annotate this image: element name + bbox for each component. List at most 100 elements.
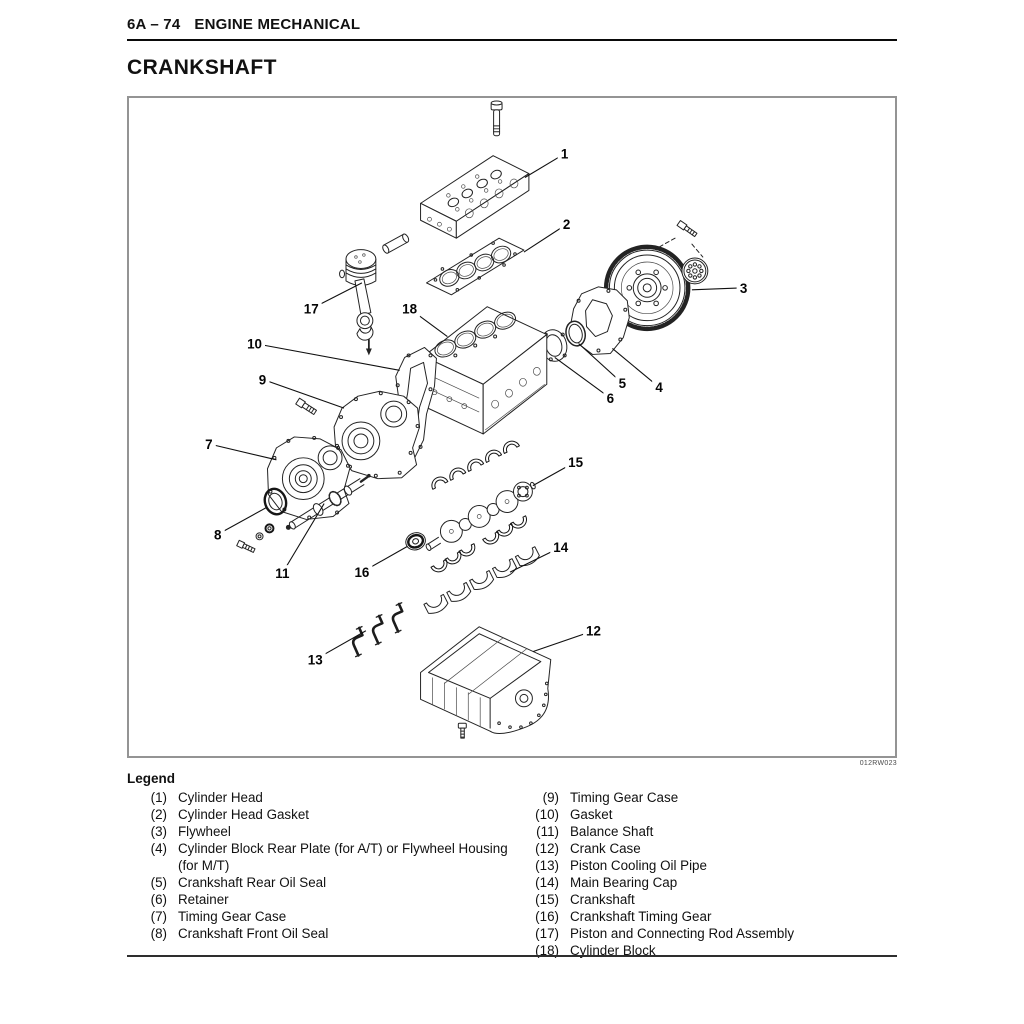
part-balance-shaft: [285, 473, 371, 530]
callout-number-16: 16: [354, 565, 369, 580]
legend-item-number: (7): [150, 909, 167, 924]
callout-number-5: 5: [619, 376, 627, 391]
legend-item-number: (1): [150, 790, 167, 805]
callout-number-4: 4: [655, 380, 663, 395]
part-timing-gear-case: [333, 390, 421, 480]
part-crank-case: [420, 626, 552, 735]
legend-item: (10)Gasket: [519, 806, 901, 823]
legend-item: (8) Crankshaft Front Oil Seal: [127, 925, 523, 942]
callout-number-7: 7: [205, 437, 212, 452]
legend-item-number: (12): [535, 841, 559, 856]
legend-item-label: Crankshaft Timing Gear: [570, 909, 712, 924]
callout-number-13: 13: [308, 653, 323, 668]
section-title: ENGINE MECHANICAL: [194, 16, 361, 33]
legend-item-label: Main Bearing Cap: [570, 875, 678, 890]
legend-item-label: Balance Shaft: [570, 824, 654, 839]
part-head-bolt: [490, 100, 503, 137]
callout-number-8: 8: [214, 527, 222, 542]
part-piston-cooling-oil-pipe: [344, 601, 414, 658]
page-title: CRANKSHAFT: [127, 56, 277, 79]
legend-item-number: (8): [150, 926, 167, 941]
legend-column-left: (1)Cylinder Head(2)Cylinder Head Gasket(…: [127, 789, 523, 942]
callout-number-17: 17: [304, 302, 319, 317]
page-code: 6A – 74: [127, 16, 181, 33]
callout-leader-7: [208, 443, 277, 461]
legend-item-number: (3): [150, 824, 167, 839]
legend-item-label: Cylinder Block Rear Plate (for A/T) or F…: [178, 841, 508, 873]
bottom-rule: [127, 955, 897, 957]
legend-item: (6)Retainer: [127, 891, 523, 908]
legend-item-label: Piston and Connecting Rod Assembly: [570, 926, 795, 941]
callout-number-15: 15: [568, 455, 583, 470]
legend-item-label: Cylinder Head: [178, 790, 263, 805]
legend-item: (14) Main Bearing Cap: [519, 874, 901, 891]
part-main-bearing-caps: [423, 546, 542, 617]
legend-item: (16)Crankshaft Timing Gear: [519, 908, 901, 925]
part-crankshaft: [425, 481, 536, 551]
legend-item-label: Timing Gear Case: [570, 790, 679, 805]
callout-leader-4: [612, 348, 660, 388]
legend-item: (12) Crank Case: [519, 840, 901, 857]
legend-item-number: (4): [150, 841, 167, 856]
callout-leader-9: [262, 378, 345, 409]
part-pan-bolt: [457, 722, 467, 739]
legend-item: (5)Crankshaft Rear Oil Seal: [127, 874, 523, 891]
legend-item: (7)Timing Gear Case: [127, 908, 523, 925]
legend-item-number: (5): [150, 875, 167, 890]
part-rear-oil-seal: [565, 320, 587, 347]
legend-item: (11) Balance Shaft: [519, 823, 901, 840]
callout-number-14: 14: [553, 540, 568, 555]
legend-item-label: Crank Case: [570, 841, 641, 856]
legend-item: (3)Flywheel: [127, 823, 523, 840]
legend-column-right: (9) Timing Gear Case(10)Gasket(11) Balance…: [519, 789, 901, 959]
legend-item-number: (17): [535, 926, 559, 941]
legend-item-number: (14): [535, 875, 559, 890]
callout-leader-8: [217, 507, 267, 535]
part-case-bolt: [295, 397, 317, 416]
callout-leader-5: [578, 343, 623, 384]
legend-item-label: Crankshaft: [570, 892, 635, 907]
legend-item-label: Crankshaft Front Oil Seal: [178, 926, 329, 941]
legend-item-label: Retainer: [178, 892, 229, 907]
callout-number-10: 10: [247, 336, 262, 351]
legend-item-number: (9): [542, 790, 559, 805]
legend-item: (1) Cylinder Head: [127, 789, 523, 806]
legend-item-number: (13): [535, 858, 559, 873]
part-piston-rod-assembly: [339, 233, 410, 356]
header-rule: [127, 39, 897, 41]
legend-item-label: Cylinder Block: [570, 943, 656, 958]
legend-item-number: (11): [536, 824, 559, 839]
callout-number-12: 12: [586, 624, 601, 639]
callout-leader-3: [691, 287, 744, 291]
part-timing-cover-front: [266, 435, 351, 520]
legend-item: (15)Crankshaft: [519, 891, 901, 908]
part-front-oil-seal: [263, 487, 288, 516]
callout-leader-2: [523, 223, 567, 253]
callout-number-3: 3: [740, 281, 747, 296]
callout-number-18: 18: [402, 302, 417, 317]
part-head-gasket: [426, 237, 525, 296]
figure-code: 012RW023: [859, 760, 897, 767]
callout-number-1: 1: [561, 147, 569, 162]
legend-item-number: (10): [535, 807, 559, 822]
legend-item: (13) Piston Cooling Oil Pipe: [519, 857, 901, 874]
part-front-bolt-washers: [236, 523, 275, 553]
legend-heading: Legend: [127, 771, 176, 786]
legend-item: (9) Timing Gear Case: [519, 789, 901, 806]
callout-number-2: 2: [563, 217, 570, 232]
part-cylinder-block: [423, 306, 548, 435]
callout-number-9: 9: [259, 372, 266, 387]
page-header: 6A – 74 ENGINE MECHANICAL: [127, 16, 360, 33]
legend-item-label: Piston Cooling Oil Pipe: [570, 858, 707, 873]
callout-number-11: 11: [275, 566, 290, 581]
legend-item: (4) Cylinder Block Rear Plate (for A/T) o…: [127, 840, 523, 874]
part-cylinder-head: [420, 155, 530, 239]
callout-leader-11: [281, 503, 325, 574]
callout-leader-10: [254, 342, 400, 371]
legend-item-number: (2): [150, 807, 167, 822]
legend-item: (18)Cylinder Block: [519, 942, 901, 959]
legend-item: (2)Cylinder Head Gasket: [127, 806, 523, 823]
